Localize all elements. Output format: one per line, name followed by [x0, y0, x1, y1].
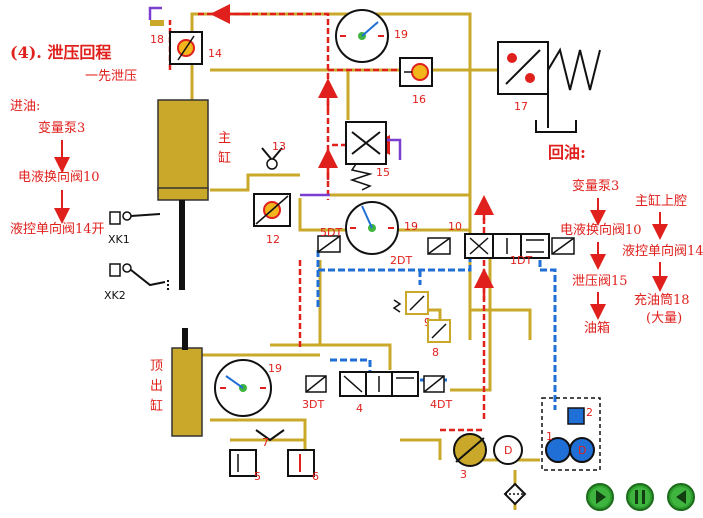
- label-4dt: 4DT: [430, 398, 452, 411]
- label-motor-b: D: [578, 444, 586, 457]
- play-icon: [596, 490, 606, 504]
- label-12: 12: [266, 233, 280, 246]
- label-xk1: XK1: [108, 233, 130, 246]
- label-top-3: 缸: [150, 398, 163, 414]
- return-right-step-2: 液控单向阀14: [622, 243, 703, 259]
- return-right-step-4: (大量): [646, 311, 682, 326]
- relief-valve-17: [497, 41, 601, 133]
- label-1dt: 1DT: [510, 254, 532, 267]
- check-valve-12: [253, 193, 291, 227]
- label-6: 6: [312, 470, 319, 483]
- check-valve-16: [399, 57, 433, 87]
- relief-valve-9: [392, 291, 429, 315]
- top-cylinder-rod: [182, 328, 188, 350]
- label-13: 13: [272, 140, 286, 153]
- label-top-2: 出: [150, 379, 163, 394]
- inlet-step-1: 变量泵3: [38, 120, 85, 136]
- pressure-gauge-19-top: [335, 9, 389, 63]
- label-motor-a: D: [504, 444, 512, 457]
- directional-valve-4: [305, 371, 445, 397]
- label-3dt: 3DT: [302, 398, 324, 411]
- pause-button[interactable]: [626, 483, 654, 511]
- label-17: 17: [514, 100, 528, 113]
- label-top-1: 顶: [150, 359, 163, 374]
- inlet-step-3: 液控单向阀14开: [10, 221, 105, 237]
- relief-valve-8: [427, 319, 451, 343]
- pump-1: [545, 437, 595, 463]
- label-10: 10: [448, 220, 462, 233]
- limit-switch-xk2: [109, 263, 169, 290]
- pump-unit-box: [541, 397, 601, 471]
- page-title: (4). 泄压回程: [10, 43, 111, 62]
- inlet-heading: 进油:: [10, 99, 40, 114]
- pressure-gauge-19-middle: [345, 201, 399, 255]
- subtitle: 一先泄压: [85, 69, 137, 84]
- unload-valve-15: [345, 121, 387, 191]
- label-main-1: 主: [218, 131, 231, 146]
- fill-tank-18: [150, 20, 164, 26]
- label-19-top: 19: [394, 28, 408, 41]
- pressure-lines: [168, 12, 486, 432]
- directional-valve-10: [427, 233, 575, 259]
- label-16: 16: [412, 93, 426, 106]
- label-7: 7: [262, 436, 269, 449]
- label-2dt: 2DT: [390, 254, 412, 267]
- throttle-7: [255, 429, 285, 442]
- label-8: 8: [432, 346, 439, 359]
- oil-lines: [190, 12, 540, 510]
- label-1: 1: [546, 430, 553, 443]
- label-18: 18: [150, 33, 164, 46]
- valve-5: [229, 449, 257, 477]
- label-14: 14: [208, 47, 222, 60]
- oil-filter: [503, 482, 527, 506]
- return-right-step-3: 充油筒18: [634, 292, 690, 308]
- label-xk2: XK2: [104, 289, 126, 302]
- top-cylinder-body: [171, 347, 203, 437]
- label-5: 5: [254, 470, 261, 483]
- check-valve-13: [261, 147, 283, 170]
- relief-valve-2: [567, 407, 585, 425]
- label-15: 15: [376, 166, 390, 179]
- play-button[interactable]: [586, 483, 614, 511]
- return-right-step-1: 主缸上腔: [635, 193, 687, 209]
- variable-pump-3: [453, 433, 523, 467]
- label-4: 4: [356, 402, 363, 415]
- return-left-step-3: 泄压阀15: [572, 274, 628, 289]
- back-button[interactable]: [667, 483, 695, 511]
- pause-icon: [635, 490, 645, 504]
- label-2: 2: [586, 406, 593, 419]
- check-valve-14: [169, 31, 203, 65]
- return-left-step-2: 电液换向阀10: [560, 222, 642, 238]
- label-main-2: 缸: [218, 150, 231, 166]
- main-cylinder-rod: [179, 200, 185, 290]
- return-left-step-4: 油箱: [584, 320, 610, 336]
- return-heading: 回油:: [548, 143, 586, 162]
- label-3: 3: [460, 468, 467, 481]
- main-cylinder-body: [157, 99, 209, 191]
- limit-switch-xk1: [109, 211, 161, 225]
- label-5dt: 5DT: [320, 226, 342, 239]
- pressure-gauge-19-bottom: [214, 359, 272, 417]
- main-cylinder-piston: [157, 187, 209, 201]
- return-left-step-1: 变量泵3: [572, 178, 619, 194]
- label-19-middle: 19: [404, 220, 418, 233]
- solenoid-5dt: [317, 235, 341, 253]
- valve-6: [287, 449, 315, 477]
- label-19-bottom: 19: [268, 362, 282, 375]
- back-icon: [676, 490, 686, 504]
- inlet-step-2: 电液换向阀10: [18, 169, 100, 185]
